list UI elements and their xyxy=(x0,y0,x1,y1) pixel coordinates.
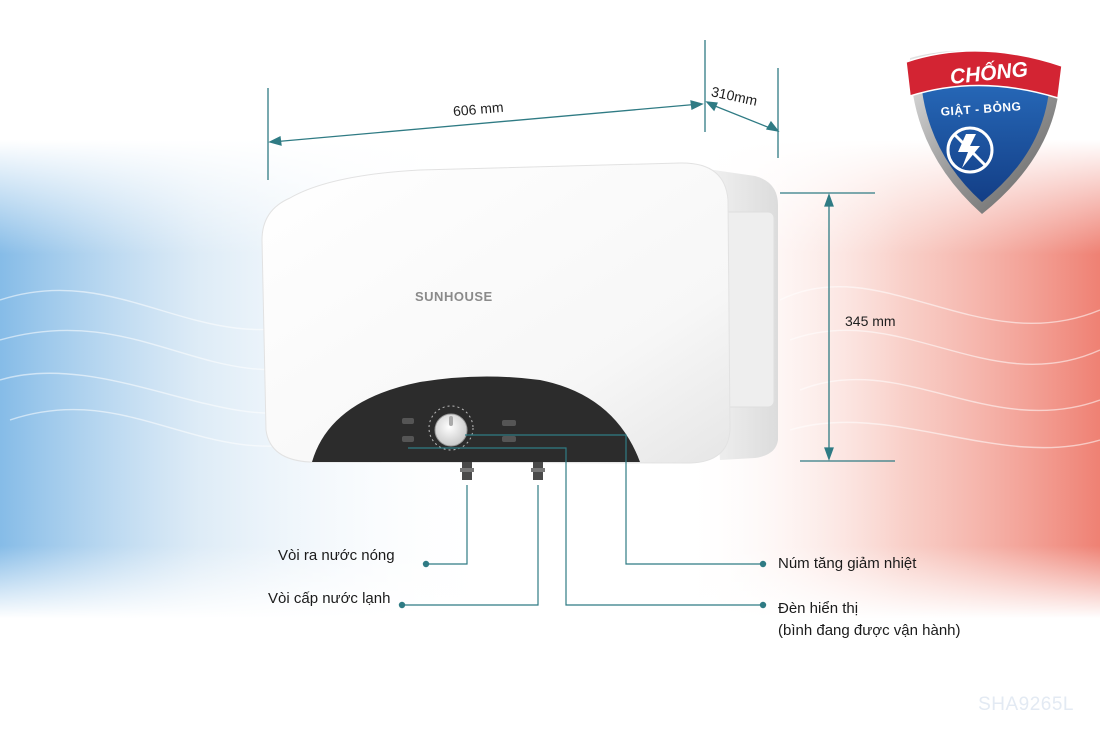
model-number: SHA9265L xyxy=(978,694,1074,715)
indicator-light-sublabel: (bình đang được vận hành) xyxy=(778,622,961,639)
brand-logo: SUNHOUSE xyxy=(415,289,493,304)
height-dimension-label: 345 mm xyxy=(845,313,896,329)
indicator-light-label: Đèn hiển thị xyxy=(778,600,859,617)
cold-water-inlet-label: Vòi cấp nước lạnh xyxy=(268,590,391,607)
no-electric-shock-icon xyxy=(948,128,992,172)
safety-shield-badge xyxy=(905,50,1063,214)
hot-water-outlet-label: Vòi ra nước nóng xyxy=(278,547,395,564)
temperature-knob-label: Núm tăng giảm nhiệt xyxy=(778,555,917,572)
